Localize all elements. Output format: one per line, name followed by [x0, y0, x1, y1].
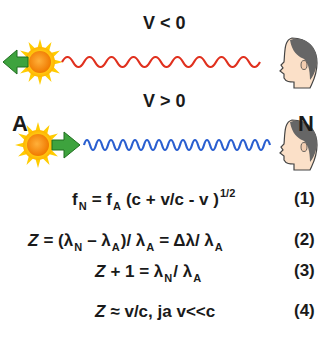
- formula-text: f: [72, 190, 78, 210]
- point-letter: A: [12, 112, 28, 136]
- formula-text: )/ λ: [121, 231, 146, 251]
- motion-arrow: [52, 132, 80, 158]
- formula-line: Z= (λN– λA)/ λA= Δλ/ λA: [28, 231, 223, 251]
- formula-text: = Δλ/ λ: [159, 231, 214, 251]
- point-letter: N: [298, 112, 314, 136]
- equation-number: (3): [294, 262, 315, 281]
- formula-text: / λ: [173, 262, 192, 282]
- velocity-label: V > 0: [143, 92, 186, 112]
- blue-wave: [84, 140, 270, 150]
- subscript: A: [215, 241, 223, 254]
- formula-text: – λ: [87, 231, 111, 251]
- formula-text: + 1 = λ: [110, 262, 163, 282]
- subscript: N: [74, 241, 82, 254]
- formula-line: Z+ 1 = λN/ λA: [95, 262, 201, 282]
- exponent: 1/2: [220, 187, 235, 200]
- equation-number: (4): [294, 302, 315, 321]
- subscript: N: [79, 200, 87, 213]
- subscript: N: [164, 272, 172, 285]
- equation-number: (1): [294, 190, 315, 209]
- formula-text: Z: [95, 302, 105, 322]
- equation-number: (2): [294, 231, 315, 250]
- formula-text: = f: [92, 190, 112, 210]
- formula-text: Z: [95, 262, 105, 282]
- formula-text: (c + v/c - v ): [126, 190, 219, 210]
- subscript: A: [112, 241, 120, 254]
- formula-text: = (λ: [43, 231, 73, 251]
- subscript: A: [146, 241, 154, 254]
- velocity-label: V < 0: [143, 14, 186, 34]
- formula-text: Z: [28, 231, 38, 251]
- observer-head: [280, 38, 317, 88]
- subscript: A: [193, 272, 201, 285]
- motion-arrow: [3, 50, 28, 74]
- subscript: A: [113, 200, 121, 213]
- formula-text: ≈ v/c, ja v<<c: [110, 302, 215, 322]
- formula-line: fN = fA (c + v/c - v )1/2: [72, 190, 235, 210]
- red-wave: [62, 57, 260, 67]
- formula-line: Z≈ v/c, ja v<<c: [95, 302, 215, 322]
